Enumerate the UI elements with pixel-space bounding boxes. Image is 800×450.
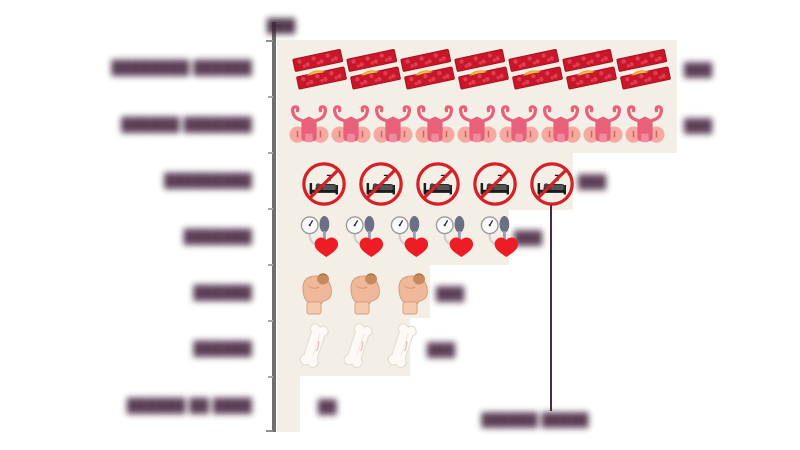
icon-row-blood-pressure: [297, 213, 522, 261]
axis-tick: [268, 152, 273, 154]
artery-icon: [562, 48, 617, 94]
axis-top-label: ███: [267, 18, 296, 33]
artery-icon: [346, 48, 401, 94]
value-label-row-6: ███: [427, 342, 456, 357]
value-label-row-1: ███: [684, 62, 713, 77]
value-label-row-5: ███: [436, 286, 465, 301]
uterus-icon: [624, 104, 666, 148]
uterus-icon: [288, 104, 330, 148]
bone-icon: [386, 322, 430, 372]
no-sleep-icon: [414, 160, 462, 208]
value-label-row-3: ███: [578, 174, 607, 189]
uterus-icon: [540, 104, 582, 148]
no-sleep-icon: [300, 160, 348, 208]
category-label-row-6: ██████: [193, 341, 252, 356]
axis-tick: [268, 96, 273, 98]
artery-icon: [400, 48, 455, 94]
uterus-icon: [456, 104, 498, 148]
axis-tick: [268, 320, 273, 322]
blood-pressure-icon: [477, 213, 522, 261]
artery-icon: [292, 48, 347, 94]
artery-icon: [508, 48, 563, 94]
category-label-row-2: ██████ ███████: [121, 117, 252, 132]
icon-row-muscle: [297, 268, 441, 320]
category-label-row-7: ██████ ██ ████: [126, 398, 252, 413]
category-label-row-4: ███████: [183, 229, 252, 244]
bone-icon: [298, 322, 342, 372]
bone-icon: [342, 322, 386, 372]
artery-icon: [454, 48, 509, 94]
axis-tick: [268, 376, 273, 378]
blood-pressure-icon: [342, 213, 387, 261]
no-sleep-icon: [471, 160, 519, 208]
reference-line-label: ██████ █████: [481, 412, 589, 427]
uterus-icon: [330, 104, 372, 148]
value-label-row-4: ███: [514, 230, 543, 245]
category-label-row-5: ██████: [193, 285, 252, 300]
axis-tick: [268, 208, 273, 210]
artery-icon: [616, 48, 671, 94]
uterus-icon: [414, 104, 456, 148]
blood-pressure-icon: [432, 213, 477, 261]
bar-panel-row-7: [277, 376, 300, 432]
icon-row-bone: [298, 322, 430, 372]
icon-row-no-sleep: [300, 160, 576, 208]
category-label-row-1: ████████ ██████: [111, 60, 252, 75]
muscle-icon: [345, 268, 393, 320]
icon-row-artery: [292, 48, 671, 94]
blood-pressure-icon: [387, 213, 432, 261]
axis-tick: [268, 264, 273, 266]
muscle-icon: [393, 268, 441, 320]
blood-pressure-icon: [297, 213, 342, 261]
uterus-icon: [498, 104, 540, 148]
axis-tick: [266, 430, 273, 432]
muscle-icon: [297, 268, 345, 320]
uterus-icon: [582, 104, 624, 148]
icon-row-uterus: [288, 104, 666, 148]
reference-line: [550, 205, 553, 411]
uterus-icon: [372, 104, 414, 148]
value-label-row-7: ██: [318, 399, 337, 414]
category-label-row-3: █████████: [164, 173, 252, 188]
bar-panel-row-6: [277, 318, 410, 376]
value-label-row-2: ███: [684, 118, 713, 133]
axis-tick: [266, 40, 273, 42]
no-sleep-icon: [357, 160, 405, 208]
no-sleep-icon: [528, 160, 576, 208]
y-axis-line: [272, 22, 276, 432]
